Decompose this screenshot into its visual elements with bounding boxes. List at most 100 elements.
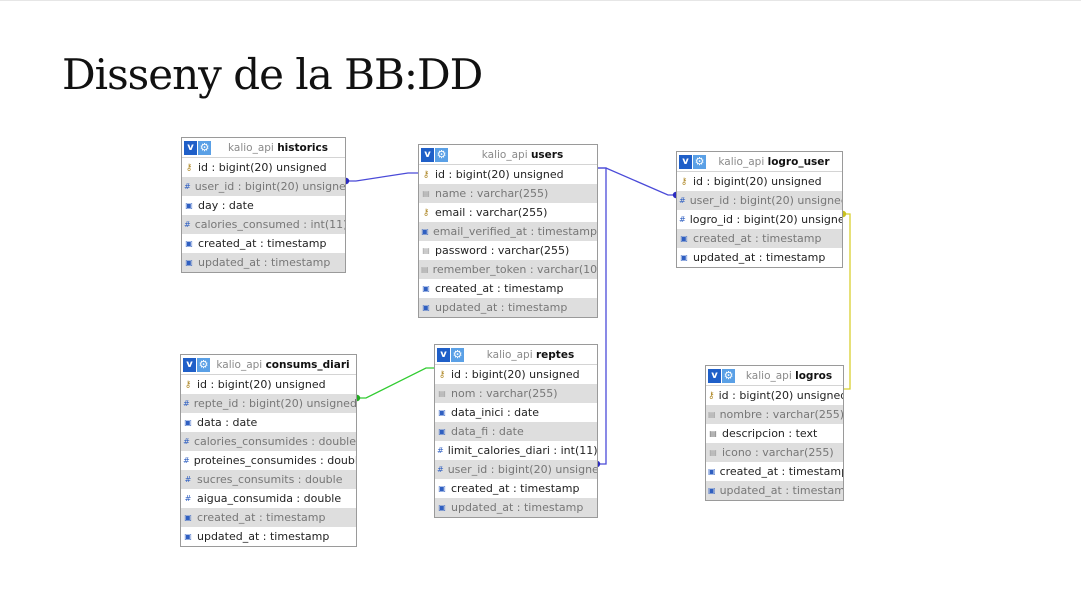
date-icon: ▣ bbox=[184, 513, 192, 522]
table-field-row[interactable]: ▣updated_at : timestamp bbox=[435, 498, 597, 517]
table-field-row[interactable]: #user_id : bigint(20) unsigned bbox=[182, 177, 345, 196]
hash-icon: # bbox=[679, 215, 686, 224]
table-field-row[interactable]: #calories_consumed : int(11) bbox=[182, 215, 345, 234]
field-label: data_fi : date bbox=[451, 425, 524, 438]
field-label: remember_token : varchar(100) bbox=[432, 263, 597, 276]
gear-icon[interactable]: ⚙ bbox=[198, 140, 211, 155]
table-field-row[interactable]: ▣created_at : timestamp bbox=[182, 234, 345, 253]
view-toggle-icon[interactable]: v bbox=[437, 347, 450, 362]
table-field-row[interactable]: #repte_id : bigint(20) unsigned bbox=[181, 394, 356, 413]
table-field-row[interactable]: ▣ data : date bbox=[181, 413, 356, 432]
table-users[interactable]: v⚙kalio_api users⚷id : bigint(20) unsign… bbox=[418, 144, 598, 318]
table-field-row[interactable]: #user_id : bigint(20) unsigned bbox=[435, 460, 597, 479]
table-field-row[interactable]: ▤name : varchar(255) bbox=[419, 184, 597, 203]
table-title: logro_user bbox=[767, 155, 830, 168]
table-field-row[interactable]: #proteines_consumides : double bbox=[181, 451, 356, 470]
field-label: user_id : bigint(20) unsigned bbox=[689, 194, 842, 207]
gear-icon[interactable]: ⚙ bbox=[435, 147, 448, 162]
gear-icon[interactable]: ⚙ bbox=[693, 154, 706, 169]
table-title: consums_diari bbox=[265, 358, 350, 371]
table-field-row[interactable]: #calories_consumides : double bbox=[181, 432, 356, 451]
date-icon: ▣ bbox=[680, 234, 688, 243]
field-label: data : date bbox=[197, 416, 258, 429]
field-label: email_verified_at : timestamp bbox=[433, 225, 597, 238]
table-reptes[interactable]: v⚙kalio_api reptes ⚷id : bigint(20) unsig… bbox=[434, 344, 598, 518]
table-field-row[interactable]: ⚷id : bigint(20) unsigned bbox=[419, 165, 597, 184]
field-label: updated_at : timestamp bbox=[719, 484, 843, 497]
field-label: data_inici : date bbox=[451, 406, 539, 419]
table-field-row[interactable]: ⚷id : bigint(20) unsigned bbox=[435, 365, 597, 384]
field-label: user_id : bigint(20) unsigned bbox=[194, 180, 345, 193]
table-field-row[interactable]: ▣data_inici : date bbox=[435, 403, 597, 422]
view-toggle-icon[interactable]: v bbox=[184, 140, 197, 155]
table-field-row[interactable]: ▣ email_verified_at : timestamp bbox=[419, 222, 597, 241]
table-field-row[interactable]: ▣created_at : timestamp bbox=[419, 279, 597, 298]
table-field-row[interactable]: ▣updated_at : timestamp bbox=[677, 248, 842, 267]
key-icon: ⚷ bbox=[438, 369, 446, 380]
field-label: id : bigint(20) unsigned bbox=[198, 161, 327, 174]
table-field-row[interactable]: #user_id : bigint(20) unsigned bbox=[677, 191, 842, 210]
table-field-row[interactable]: ▣updated_at : timestamp bbox=[182, 253, 345, 272]
table-field-row[interactable]: ▤icono : varchar(255) bbox=[706, 443, 843, 462]
date-icon: ▣ bbox=[680, 253, 688, 262]
view-toggle-icon[interactable]: v bbox=[183, 357, 196, 372]
table-field-row[interactable]: ▣updated_at : timestamp bbox=[419, 298, 597, 317]
date-icon: ▣ bbox=[438, 503, 446, 512]
table-field-row[interactable]: ⚷id : bigint(20) unsigned bbox=[677, 172, 842, 191]
table-field-row[interactable]: ▤descripcion : text bbox=[706, 424, 843, 443]
table-field-row[interactable]: ▣created_at : timestamp bbox=[706, 462, 843, 481]
table-field-row[interactable]: #aigua_consumida : double bbox=[181, 489, 356, 508]
table-field-row[interactable]: ▣data_fi : date bbox=[435, 422, 597, 441]
table-consums-diari[interactable]: v⚙ kalio_api consums_diari ⚷id : bigint(20… bbox=[180, 354, 357, 547]
table-field-row[interactable]: ▤password : varchar(255) bbox=[419, 241, 597, 260]
field-label: id : bigint(20) unsigned bbox=[718, 389, 843, 402]
key-icon: ⚷ bbox=[680, 176, 688, 187]
date-icon: ▣ bbox=[184, 418, 192, 427]
table-field-row[interactable]: ▣updated_at : timestamp bbox=[181, 527, 356, 546]
table-field-row[interactable]: ▤nom : varchar(255) bbox=[435, 384, 597, 403]
date-icon: ▣ bbox=[422, 303, 430, 312]
table-field-row[interactable]: ▣created_at : timestamp bbox=[181, 508, 356, 527]
gear-icon[interactable]: ⚙ bbox=[722, 368, 735, 383]
relation-users-reptes bbox=[597, 167, 607, 465]
gear-icon[interactable]: ⚙ bbox=[197, 357, 210, 372]
field-label: descripcion : text bbox=[722, 427, 818, 440]
database-name: kalio_api bbox=[216, 358, 263, 371]
hash-icon: # bbox=[437, 465, 444, 474]
view-toggle-icon[interactable]: v bbox=[421, 147, 434, 162]
view-toggle-icon[interactable]: v bbox=[679, 154, 692, 169]
database-name: kalio_api bbox=[745, 369, 792, 382]
field-label: created_at : timestamp bbox=[451, 482, 580, 495]
hash-icon: # bbox=[184, 182, 191, 191]
date-icon: ▣ bbox=[421, 227, 429, 236]
table-field-row[interactable]: ⚷id : bigint(20) unsigned bbox=[706, 386, 843, 405]
table-field-row[interactable]: ⚷id : bigint(20) unsigned bbox=[181, 375, 356, 394]
field-label: created_at : timestamp bbox=[435, 282, 564, 295]
hash-icon: # bbox=[184, 475, 192, 484]
table-field-row[interactable]: ▣updated_at : timestamp bbox=[706, 481, 843, 500]
field-label: id : bigint(20) unsigned bbox=[197, 378, 326, 391]
field-label: nombre : varchar(255) bbox=[719, 408, 843, 421]
table-field-row[interactable]: #sucres_consumits : double bbox=[181, 470, 356, 489]
table-logro-user[interactable]: v⚙kalio_api logro_user⚷id : bigint(20) u… bbox=[676, 151, 843, 268]
hash-icon: # bbox=[437, 446, 444, 455]
date-icon: ▣ bbox=[708, 486, 716, 495]
table-field-row[interactable]: ▤remember_token : varchar(100) bbox=[419, 260, 597, 279]
view-toggle-icon[interactable]: v bbox=[708, 368, 721, 383]
table-field-row[interactable]: ▤nombre : varchar(255) bbox=[706, 405, 843, 424]
table-logros[interactable]: v⚙kalio_api logros⚷id : bigint(20) unsig… bbox=[705, 365, 844, 501]
table-field-row[interactable]: ▣day : date bbox=[182, 196, 345, 215]
field-label: calories_consumides : double bbox=[193, 435, 356, 448]
field-label: created_at : timestamp bbox=[719, 465, 843, 478]
table-field-row[interactable]: #limit_calories_diari : int(11) bbox=[435, 441, 597, 460]
table-name: kalio_api historics bbox=[211, 142, 345, 154]
table-field-row[interactable]: ▣created_at : timestamp bbox=[435, 479, 597, 498]
table-field-row[interactable]: ⚷email : varchar(255) bbox=[419, 203, 597, 222]
table-field-row[interactable]: ▣created_at : timestamp bbox=[677, 229, 842, 248]
table-field-row[interactable]: ⚷id : bigint(20) unsigned bbox=[182, 158, 345, 177]
field-label: icono : varchar(255) bbox=[722, 446, 834, 459]
table-historics[interactable]: v⚙kalio_api historics ⚷id : bigint(20) un… bbox=[181, 137, 346, 273]
table-name: kalio_api reptes bbox=[464, 349, 597, 361]
gear-icon[interactable]: ⚙ bbox=[451, 347, 464, 362]
table-field-row[interactable]: #logro_id : bigint(20) unsigned bbox=[677, 210, 842, 229]
